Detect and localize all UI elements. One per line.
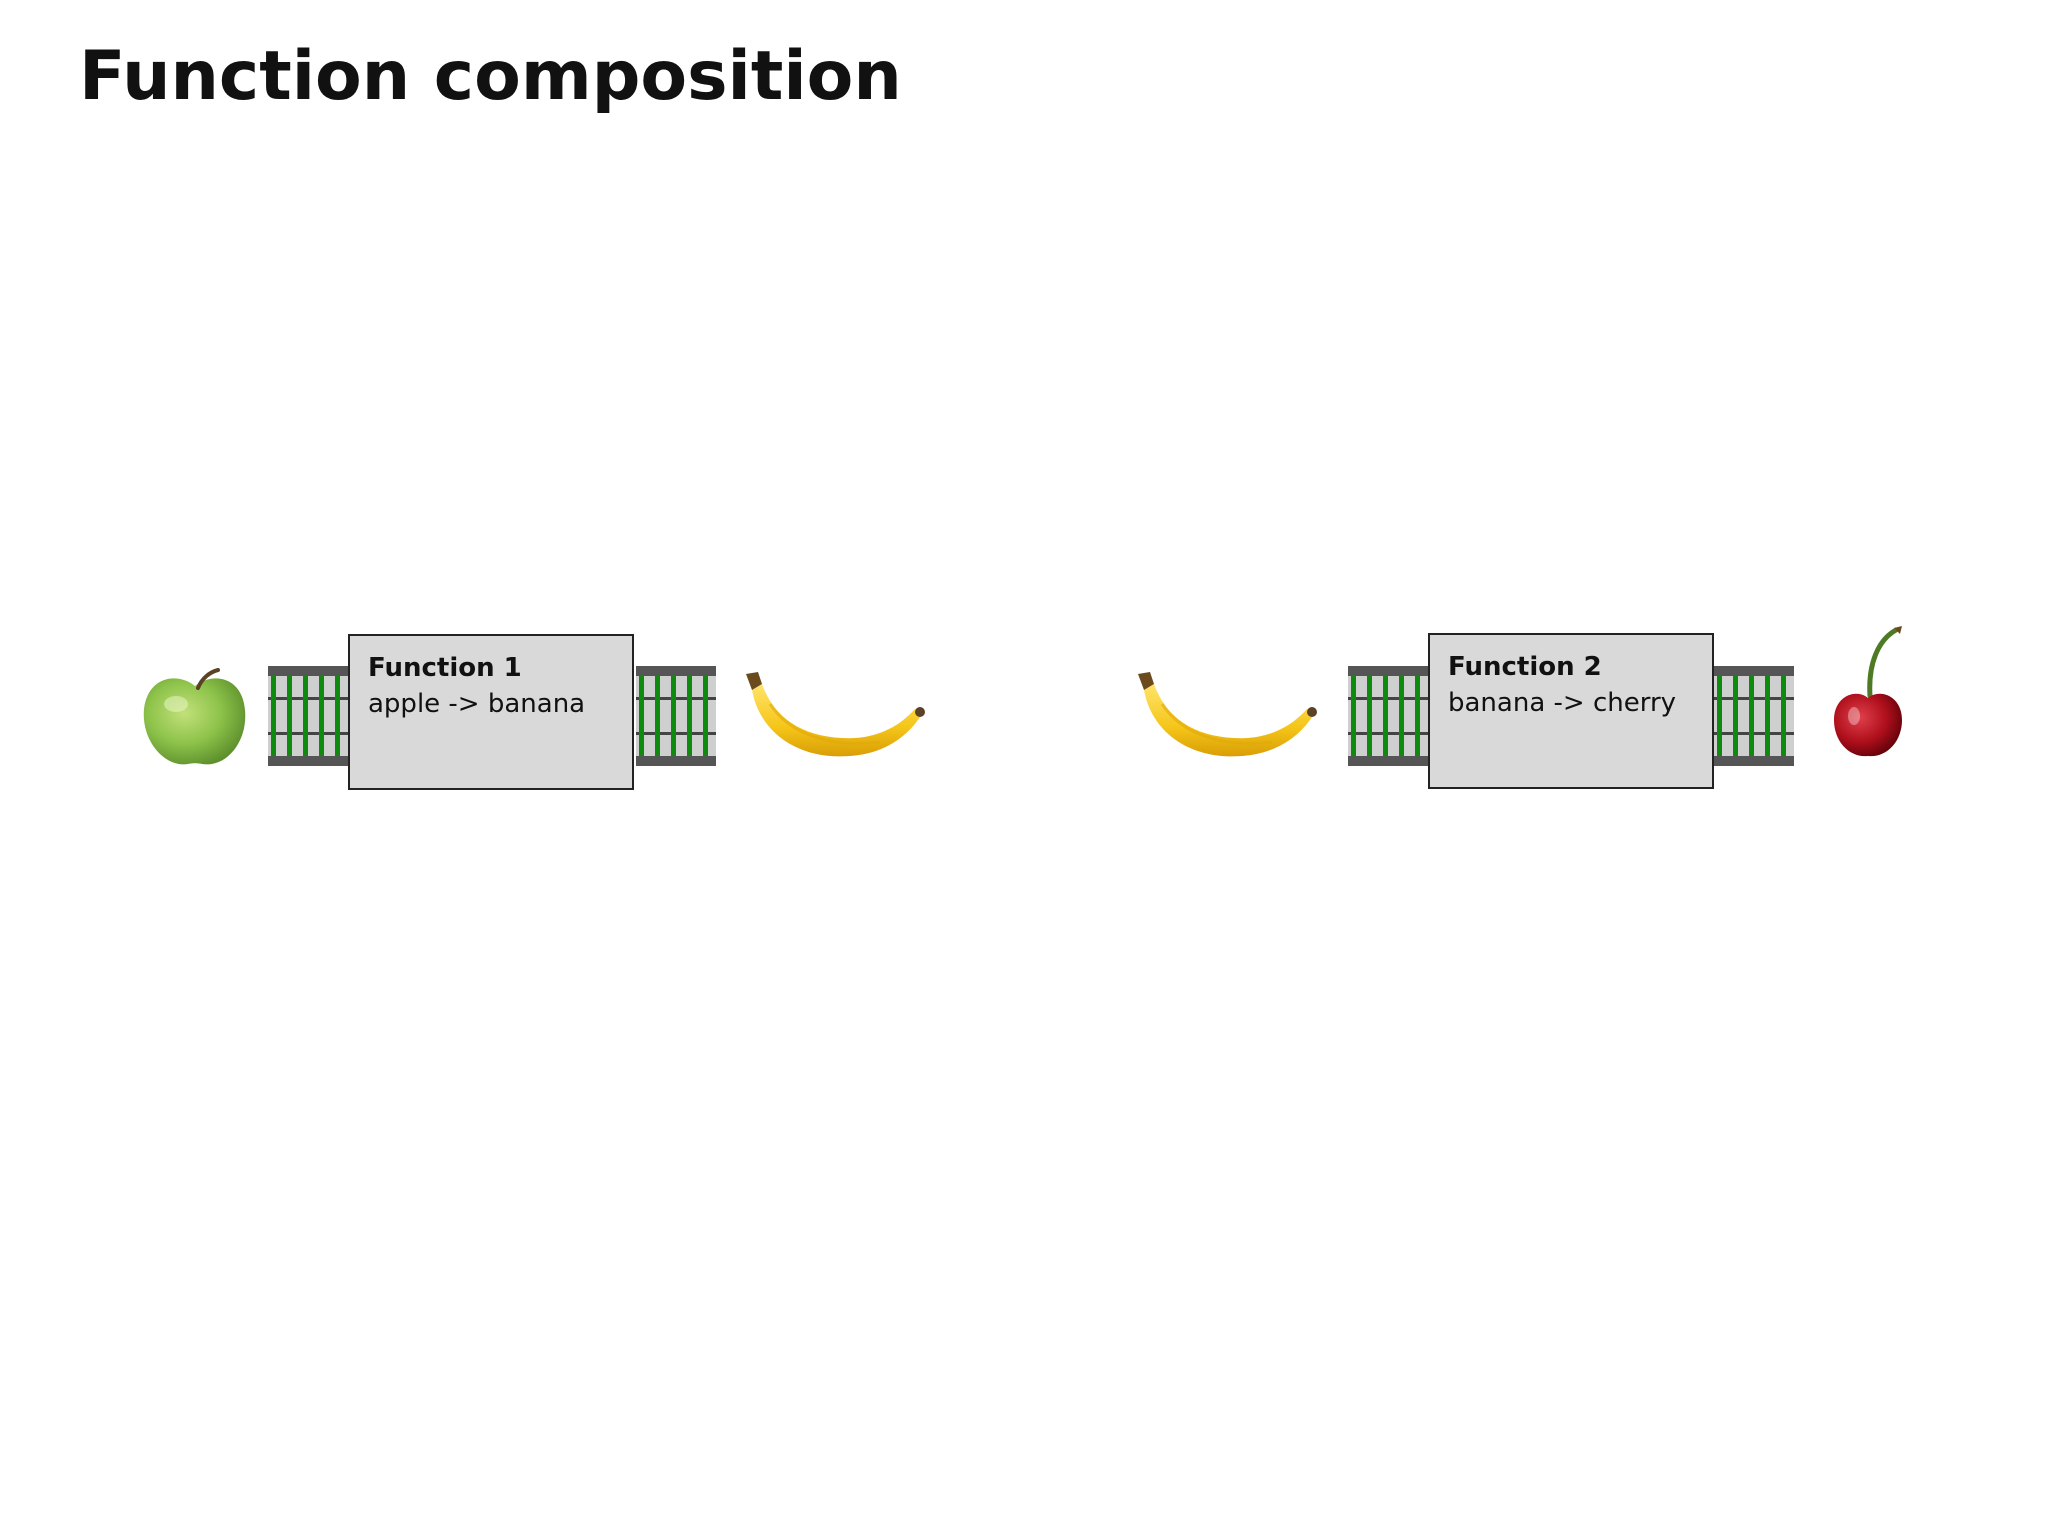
banana-icon	[1138, 672, 1317, 757]
function-signature: banana -> cherry	[1448, 688, 1677, 718]
function-name: Function 1	[368, 653, 522, 683]
function-2-box: Function 2 banana -> cherry	[1428, 633, 1714, 789]
function-1-box: Function 1 apple -> banana	[348, 634, 634, 790]
cherry-icon	[1834, 626, 1902, 757]
conveyor-belt-icon	[1714, 666, 1794, 766]
conveyor-belt-icon	[636, 666, 716, 766]
conveyor-belt-icon	[268, 666, 348, 766]
apple-icon	[143, 668, 246, 765]
function-name: Function 2	[1448, 652, 1602, 682]
slide-title: Function composition	[79, 37, 902, 116]
conveyor-belt-icon	[1348, 666, 1428, 766]
function-signature: apple -> banana	[368, 689, 586, 719]
banana-icon	[746, 672, 925, 757]
